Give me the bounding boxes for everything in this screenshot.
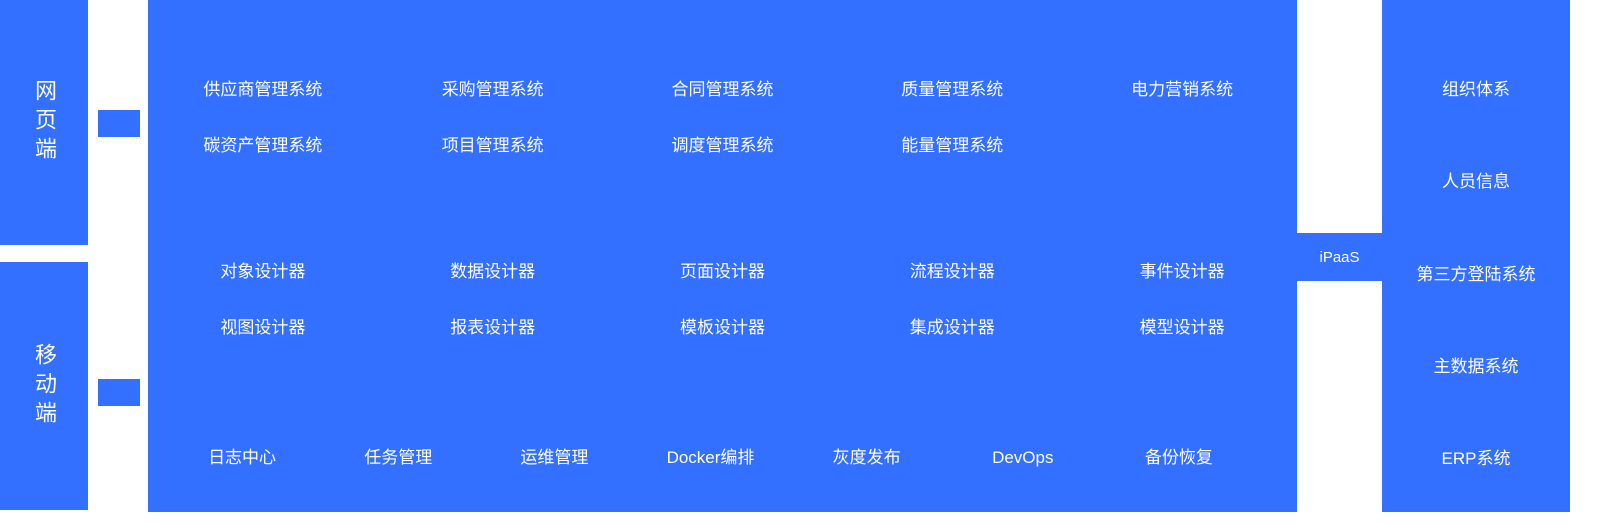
external-systems-list: 组织体系 人员信息 第三方登陆系统 主数据系统 ERP系统	[1382, 78, 1570, 471]
designer-module: 流程设计器	[909, 262, 995, 281]
external-system: ERP系统	[1441, 449, 1511, 468]
external-system: 组织体系	[1442, 80, 1510, 99]
web-connector	[98, 110, 140, 137]
designer-module: 页面设计器	[679, 262, 765, 281]
mobile-client-block: 移动端	[0, 262, 88, 510]
designer-module: 模型设计器	[1139, 318, 1225, 337]
external-system: 第三方登陆系统	[1416, 264, 1536, 284]
ipaas-label: iPaaS	[1319, 248, 1360, 266]
ipaas-connector: iPaaS	[1297, 233, 1382, 281]
designer-module: 事件设计器	[1139, 262, 1225, 281]
business-module: 质量管理系统	[901, 80, 1004, 99]
web-client-block: 网页端	[0, 0, 88, 245]
designer-row-1: 对象设计器 数据设计器 页面设计器 流程设计器 事件设计器	[148, 260, 1297, 284]
business-module: 碳资产管理系统	[203, 136, 323, 155]
business-module: 合同管理系统	[671, 80, 774, 99]
designer-module: 集成设计器	[909, 318, 995, 337]
designer-module: 视图设计器	[220, 318, 306, 337]
web-client-label: 网页端	[32, 79, 57, 166]
business-systems-row-1: 供应商管理系统 采购管理系统 合同管理系统 质量管理系统 电力营销系统	[148, 78, 1297, 102]
main-platform-block: 供应商管理系统 采购管理系统 合同管理系统 质量管理系统 电力营销系统 碳资产管…	[148, 0, 1297, 512]
designer-module: 模板设计器	[679, 318, 765, 337]
business-module: 能量管理系统	[901, 136, 1004, 155]
mobile-connector	[98, 379, 140, 406]
business-module: 供应商管理系统	[203, 80, 323, 99]
designer-module: 数据设计器	[450, 262, 536, 281]
business-module: 项目管理系统	[441, 136, 544, 155]
ops-module: 备份恢复	[1144, 448, 1213, 467]
designer-module: 报表设计器	[450, 318, 536, 337]
ops-module: 日志中心	[208, 448, 277, 467]
business-module-empty	[1067, 134, 1297, 158]
ops-module: Docker编排	[666, 448, 755, 467]
external-systems-block: 组织体系 人员信息 第三方登陆系统 主数据系统 ERP系统	[1382, 0, 1570, 512]
business-module: 调度管理系统	[671, 136, 774, 155]
ops-module: 运维管理	[520, 448, 589, 467]
external-system: 主数据系统	[1433, 356, 1519, 376]
business-module: 电力营销系统	[1131, 80, 1234, 99]
ops-module: 灰度发布	[832, 448, 901, 467]
ops-row: 日志中心 任务管理 运维管理 Docker编排 灰度发布 DevOps 备份恢复	[148, 446, 1297, 470]
ops-module: 任务管理	[364, 448, 433, 467]
business-systems-row-2: 碳资产管理系统 项目管理系统 调度管理系统 能量管理系统	[148, 134, 1297, 158]
mobile-client-label: 移动端	[32, 342, 57, 430]
designer-row-2: 视图设计器 报表设计器 模板设计器 集成设计器 模型设计器	[148, 316, 1297, 340]
external-system: 人员信息	[1442, 172, 1510, 192]
business-module: 采购管理系统	[441, 80, 544, 99]
ops-module: DevOps	[992, 448, 1054, 467]
designer-module: 对象设计器	[220, 262, 306, 281]
